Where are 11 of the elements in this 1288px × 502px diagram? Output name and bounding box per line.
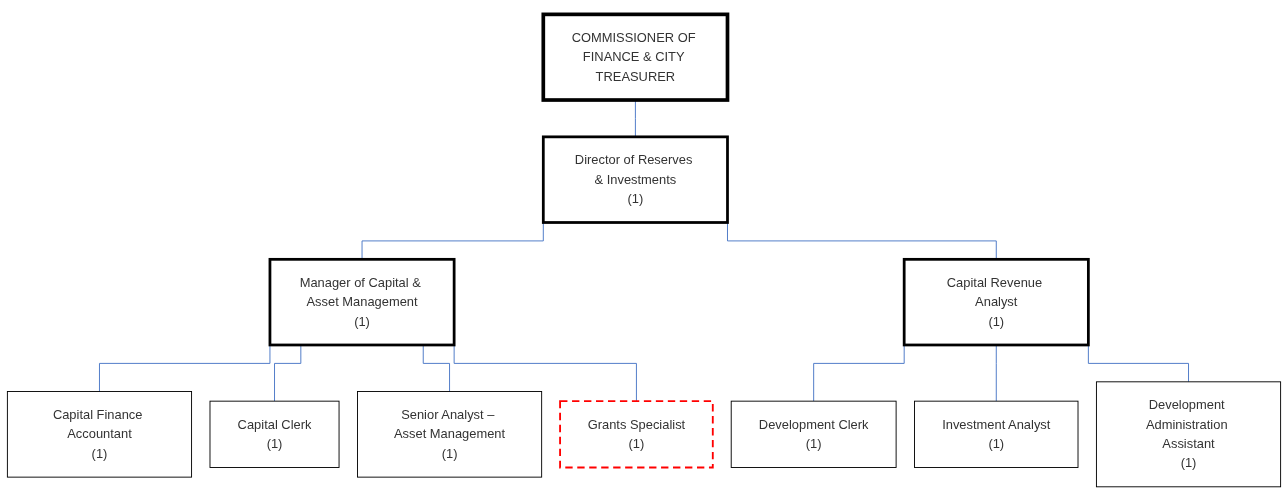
node-box: Development Clerk (1) [730,401,897,469]
node-box: Grants Specialist (1) [559,400,714,469]
node-box: COMMISSIONER OF FINANCE & CITY TREASURER [541,12,730,103]
node-box: Senior Analyst – Asset Management (1) [357,391,543,478]
node-box: Investment Analyst (1) [914,401,1079,469]
node-box: Development Administration Assistant (1) [1095,381,1282,488]
node-box: Capital Clerk (1) [209,401,340,469]
node-box: Capital Finance Accountant (1) [6,391,193,478]
node-box: Director of Reserves & Investments (1) [541,135,729,225]
node-box: Manager of Capital & Asset Management (1) [268,258,456,347]
node-box: Capital Revenue Analyst (1) [902,258,1090,347]
